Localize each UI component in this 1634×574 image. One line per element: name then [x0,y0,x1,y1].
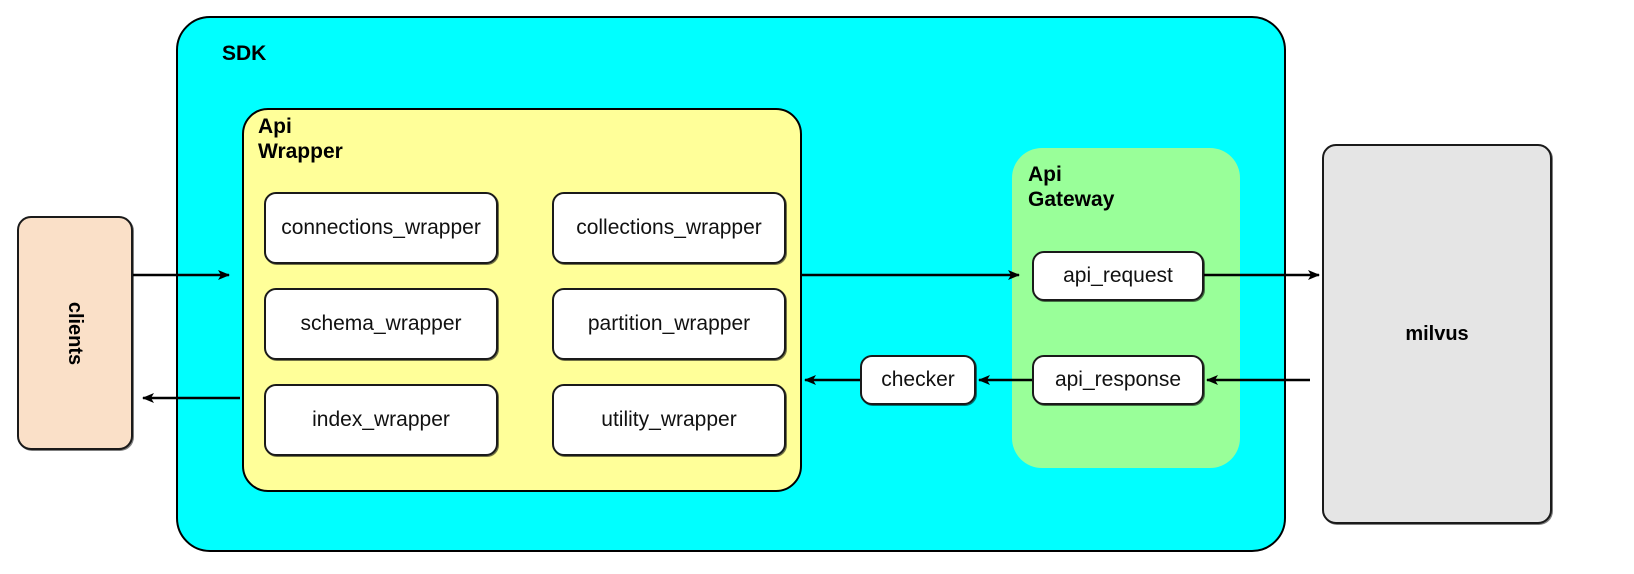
node-checker-label: checker [881,368,955,391]
actor-milvus-label: milvus [1405,322,1469,345]
group-api-gateway [1012,148,1240,468]
node-schema-wrapper-label: schema_wrapper [300,312,462,335]
node-index-wrapper-label: index_wrapper [312,408,450,431]
node-api-request[interactable]: api_request [1032,251,1204,301]
actor-milvus[interactable]: milvus [1322,144,1552,524]
node-collections-wrapper-label: collections_wrapper [576,216,762,239]
group-api-wrapper-label: Api Wrapper [258,115,343,163]
actor-clients-label: clients [64,301,87,365]
node-api-response-label: api_response [1054,368,1182,391]
actor-clients[interactable]: clients [17,216,133,450]
group-sdk-label: SDK [222,42,267,65]
node-index-wrapper[interactable]: index_wrapper [264,384,498,456]
node-utility-wrapper[interactable]: utility_wrapper [552,384,786,456]
node-partition-wrapper-label: partition_wrapper [587,312,751,335]
node-api-request-label: api_request [1063,264,1173,287]
node-connections-wrapper[interactable]: connections_wrapper [264,192,498,264]
group-api-gateway-label: Api Gateway [1028,163,1115,211]
node-schema-wrapper[interactable]: schema_wrapper [264,288,498,360]
node-utility-wrapper-label: utility_wrapper [601,408,737,431]
node-partition-wrapper[interactable]: partition_wrapper [552,288,786,360]
node-connections-wrapper-label: connections_wrapper [281,216,481,239]
node-collections-wrapper[interactable]: collections_wrapper [552,192,786,264]
node-api-response[interactable]: api_response [1032,355,1204,405]
node-checker[interactable]: checker [860,355,976,405]
